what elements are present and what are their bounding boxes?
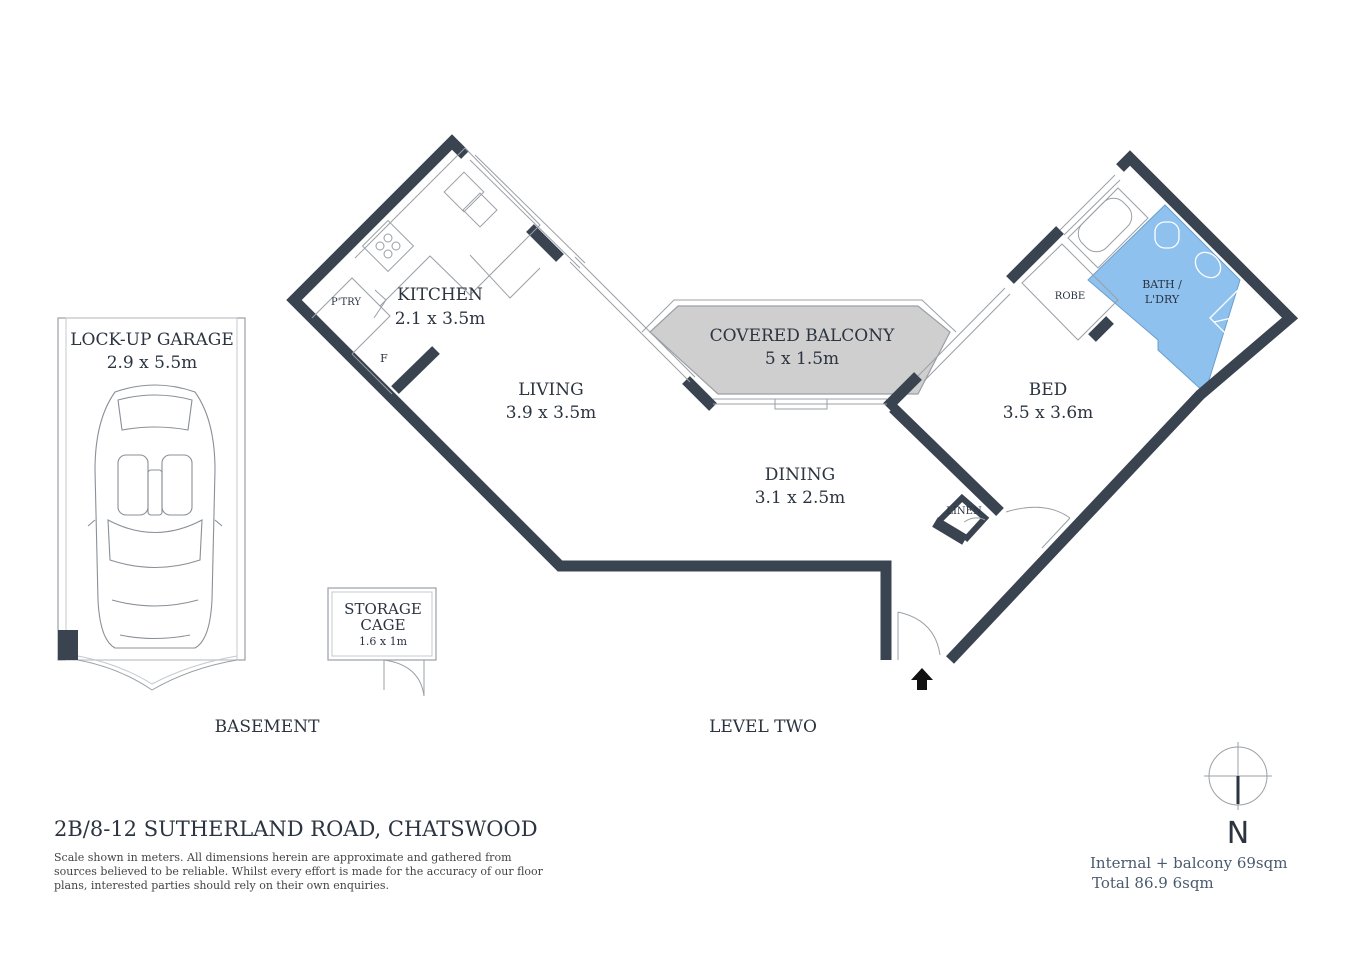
fridge-label: F [380,352,388,365]
garage [57,317,246,691]
storage-name-line2: CAGE [360,616,405,634]
balcony-name: COVERED BALCONY [710,326,895,346]
robe-label: ROBE [1055,291,1085,302]
bathroom-fixtures [1154,221,1276,349]
living-size: 3.9 x 3.5m [506,403,597,423]
storage-cage [327,587,437,697]
north-label: N [1227,816,1249,851]
bathtub [1067,187,1149,269]
disclaimer-line-2: sources believed to be reliable. Whilst … [54,865,544,878]
internal-area: Internal + balcony 69sqm [1090,854,1287,872]
compass-icon [1204,742,1272,810]
doors [897,506,1071,660]
bath-line1: BATH / [1142,278,1182,291]
entry-arrow-icon [911,668,933,690]
total-area: Total 86.9 6sqm [1092,874,1214,892]
kitchen-size: 2.1 x 3.5m [395,309,486,329]
balcony-floor [649,305,951,395]
walls [286,134,1299,664]
balcony-size: 5 x 1.5m [765,349,839,369]
dining-name: DINING [765,465,835,485]
level-two-caption: LEVEL TWO [709,717,817,737]
address-title: 2B/8-12 SUTHERLAND ROAD, CHATSWOOD [54,817,538,841]
basement-caption: BASEMENT [215,717,321,737]
robe-box [1021,243,1119,341]
bed-size: 3.5 x 3.6m [1003,403,1094,423]
car-icon [87,384,223,649]
bath-line2: L'DRY [1145,293,1180,306]
kitchen-name: KITCHEN [397,285,483,305]
storage-size: 1.6 x 1m [359,635,408,648]
windows [469,154,1121,410]
garage-size: 2.9 x 5.5m [107,353,198,373]
dining-size: 3.1 x 2.5m [755,488,846,508]
disclaimer-line-3: plans, interested parties should rely on… [54,879,389,892]
storage-name-line1: STORAGE [344,600,422,618]
garage-name: LOCK-UP GARAGE [70,330,234,350]
bed-name: BED [1029,380,1068,400]
kitchen-fixtures [311,147,541,395]
living-name: LIVING [518,380,583,400]
bath-laundry-floor [1087,204,1241,394]
linen-label: LINEN [946,506,982,517]
pantry-label: P'TRY [331,297,361,308]
disclaimer-line-1: Scale shown in meters. All dimensions he… [54,851,512,864]
